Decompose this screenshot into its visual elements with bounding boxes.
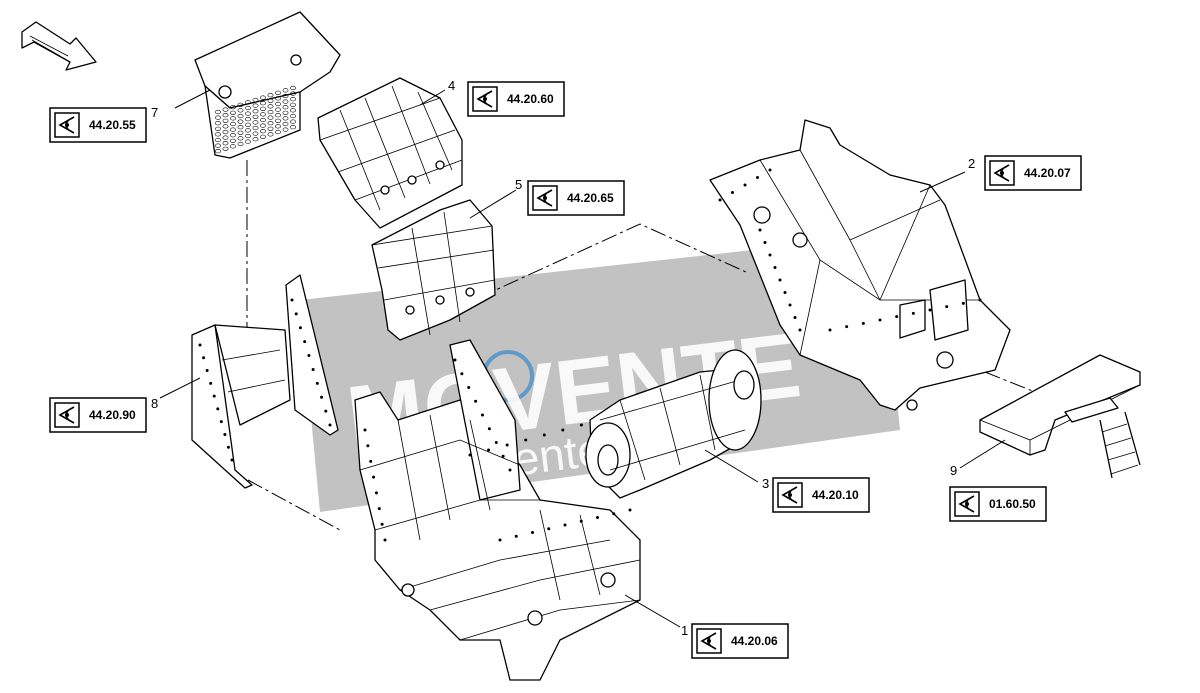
callout-ref-4: 44.20.60 bbox=[507, 92, 554, 106]
eye-icon-pupil bbox=[788, 493, 792, 497]
item-number-9: 9 bbox=[950, 463, 957, 478]
eye-icon-pupil bbox=[965, 502, 969, 506]
part-2-upper-housing bbox=[709, 119, 1011, 411]
item-numbers: 7 4 5 2 8 3 9 1 bbox=[151, 78, 975, 638]
reference-callout-2[interactable]: 44.20.07 bbox=[984, 155, 1082, 191]
part-5-lower-apron bbox=[371, 199, 496, 341]
callout-ref-8: 44.20.90 bbox=[89, 408, 136, 422]
reference-callout-9[interactable]: 01.60.50 bbox=[949, 486, 1047, 522]
item-number-2: 2 bbox=[968, 156, 975, 171]
reference-callout-4[interactable]: 44.20.60 bbox=[467, 81, 565, 117]
part-1-lower-frame bbox=[354, 339, 641, 681]
part-8-side-liners bbox=[191, 274, 339, 489]
item-number-4: 4 bbox=[448, 78, 455, 93]
callout-ref-2: 44.20.07 bbox=[1024, 166, 1071, 180]
callout-ref-7: 44.20.55 bbox=[89, 118, 136, 132]
reference-callouts: 44.20.06 44.20.07 44.20.10 44.20.60 44.20.65… bbox=[49, 81, 1082, 659]
item-number-7: 7 bbox=[151, 105, 158, 120]
leader-5 bbox=[469, 189, 517, 219]
part-7-screen-plate bbox=[194, 11, 341, 159]
reference-callout-3[interactable]: 44.20.10 bbox=[772, 477, 870, 513]
eye-icon-pupil bbox=[543, 196, 547, 200]
item-number-8: 8 bbox=[151, 396, 158, 411]
leader-1 bbox=[624, 594, 681, 628]
callout-ref-1: 44.20.06 bbox=[731, 634, 778, 648]
part-4-upper-apron bbox=[317, 77, 463, 229]
leader-7 bbox=[174, 89, 211, 109]
leader-8 bbox=[159, 377, 201, 399]
eye-icon-pupil bbox=[65, 413, 69, 417]
reference-callout-5[interactable]: 44.20.65 bbox=[527, 180, 625, 216]
direction-arrow-icon bbox=[21, 21, 97, 71]
leader-9 bbox=[959, 439, 1006, 469]
callout-ref-5: 44.20.65 bbox=[567, 191, 614, 205]
item-number-1: 1 bbox=[681, 623, 688, 638]
part-9-platform-ladder bbox=[979, 354, 1141, 479]
callout-ref-3: 44.20.10 bbox=[812, 488, 859, 502]
eye-icon-pupil bbox=[483, 97, 487, 101]
callout-ref-9: 01.60.50 bbox=[989, 497, 1036, 511]
reference-callout-8[interactable]: 44.20.90 bbox=[49, 397, 147, 433]
eye-icon-pupil bbox=[707, 639, 711, 643]
reference-callout-7[interactable]: 44.20.55 bbox=[49, 107, 147, 143]
item-number-3: 3 bbox=[762, 476, 769, 491]
eye-icon-pupil bbox=[1000, 171, 1004, 175]
leader-lines bbox=[159, 89, 1006, 628]
leader-3 bbox=[704, 449, 759, 483]
part-3-rotor bbox=[585, 349, 762, 499]
item-number-5: 5 bbox=[515, 177, 522, 192]
reference-callout-1[interactable]: 44.20.06 bbox=[691, 623, 789, 659]
leader-4 bbox=[419, 89, 446, 106]
leader-2 bbox=[919, 171, 966, 193]
eye-icon-pupil bbox=[65, 123, 69, 127]
